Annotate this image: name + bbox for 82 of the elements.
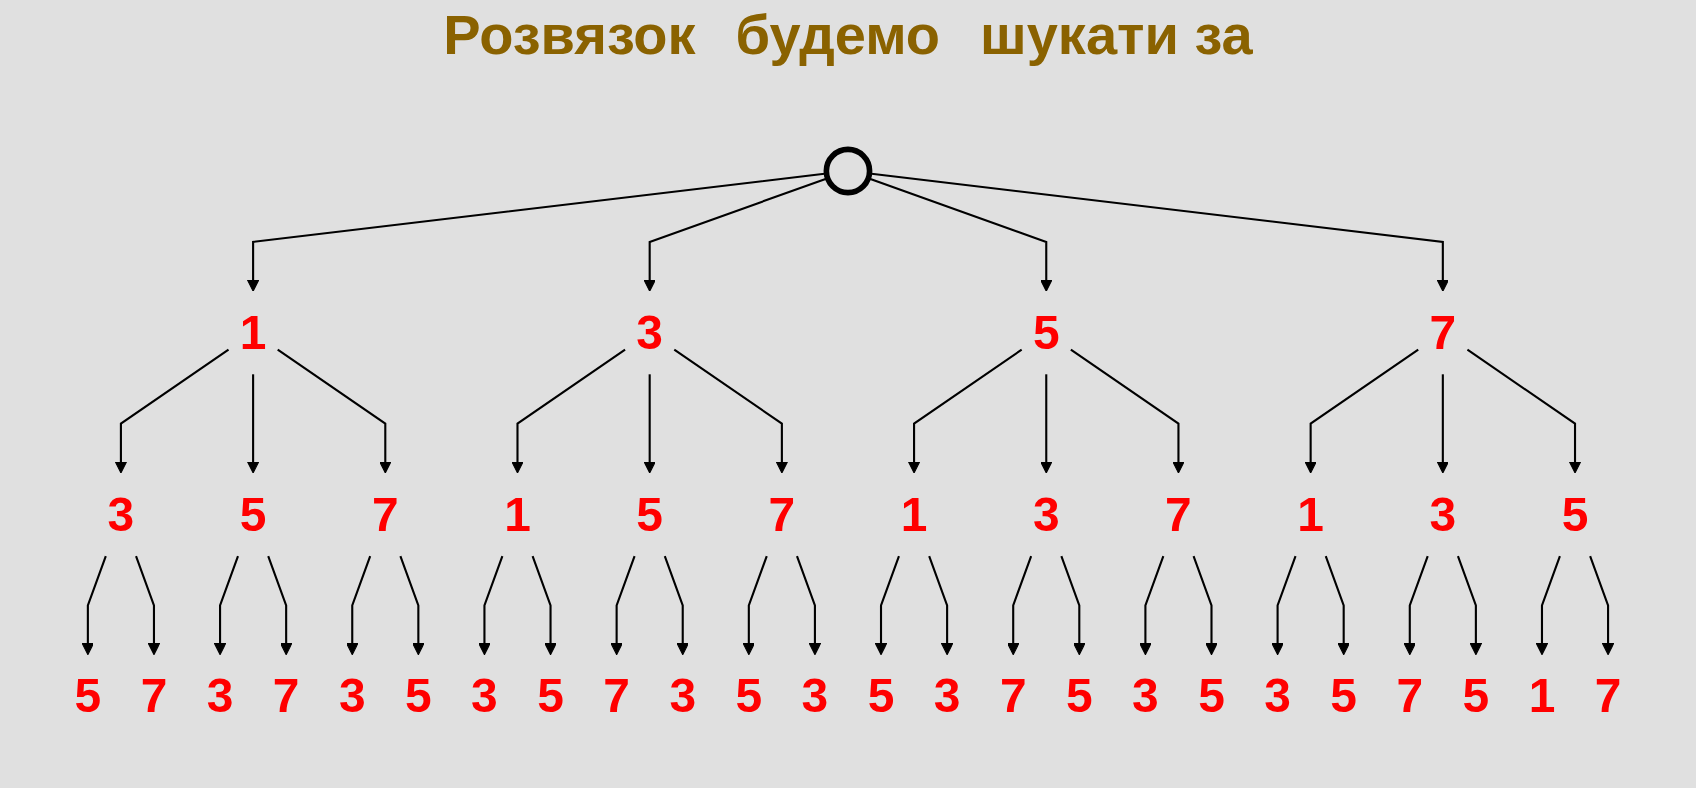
arrow xyxy=(1457,555,1483,656)
node-text: 5 xyxy=(1198,668,1225,723)
node-text: 3 xyxy=(107,486,135,541)
node-text: 3 xyxy=(801,668,829,723)
arrow xyxy=(874,555,900,656)
heading-text: Розвязок xyxy=(443,3,696,67)
node-text: 1 xyxy=(1528,668,1556,723)
node-text: 3 xyxy=(1132,668,1159,723)
node-text: 3 xyxy=(636,305,664,359)
node-text: 3 xyxy=(933,668,961,723)
node-text: 3 xyxy=(206,668,234,723)
arrow xyxy=(1589,555,1615,656)
node-text: 5 xyxy=(1561,486,1589,541)
node-text: 5 xyxy=(867,668,895,723)
arrow xyxy=(1324,555,1350,656)
arrow xyxy=(1304,348,1419,474)
node-text: 7 xyxy=(768,486,796,541)
arrow xyxy=(1040,374,1053,474)
node-text: 1 xyxy=(1297,486,1324,541)
arrow xyxy=(869,172,1450,292)
arrow xyxy=(531,555,557,656)
node-text: 7 xyxy=(372,486,399,541)
heading-text: будемо xyxy=(735,3,941,67)
arrow xyxy=(478,555,504,656)
node-text: 5 xyxy=(239,486,267,541)
heading-text: шукати за xyxy=(980,3,1253,67)
node-circle xyxy=(823,146,873,196)
node-text: 1 xyxy=(900,486,928,541)
node-text: 7 xyxy=(1429,305,1457,359)
arrow xyxy=(1007,555,1033,656)
node-text: 3 xyxy=(338,668,366,723)
node-text: 5 xyxy=(537,668,564,723)
arrow xyxy=(742,555,768,656)
arrow xyxy=(246,172,827,292)
node-text: 5 xyxy=(74,668,102,723)
node-text: 3 xyxy=(669,668,697,723)
arrow xyxy=(1271,555,1297,656)
arrow xyxy=(246,374,260,474)
node-text: 7 xyxy=(1594,668,1622,723)
node-text: 5 xyxy=(405,668,432,723)
arrow xyxy=(277,348,392,474)
arrow xyxy=(1139,555,1165,656)
node-text: 1 xyxy=(504,486,531,541)
node-text: 5 xyxy=(1330,668,1358,723)
arrow xyxy=(346,555,372,656)
node-text: 7 xyxy=(1165,486,1192,541)
arrow xyxy=(1060,555,1086,656)
arrow xyxy=(673,348,789,474)
arrow xyxy=(81,555,107,656)
node-text: 7 xyxy=(272,668,300,723)
node-text: 5 xyxy=(1066,668,1093,723)
arrow xyxy=(1070,348,1185,474)
arrow xyxy=(1403,555,1429,656)
node-text: 3 xyxy=(1429,486,1457,541)
node-text: 1 xyxy=(239,305,267,359)
arrow xyxy=(907,348,1023,474)
node-text: 7 xyxy=(1396,668,1424,723)
arrow xyxy=(399,555,425,656)
arrow xyxy=(511,348,626,474)
arrow xyxy=(1436,374,1450,474)
arrow xyxy=(928,555,954,656)
node-text: 5 xyxy=(1462,668,1490,723)
arrow xyxy=(267,555,293,656)
arrow xyxy=(796,555,822,656)
arrow xyxy=(610,555,636,656)
node-text: 3 xyxy=(1032,486,1060,541)
node-text: 7 xyxy=(999,668,1027,723)
node-text: 7 xyxy=(603,668,630,723)
arrow xyxy=(1535,555,1561,656)
node-text: 3 xyxy=(1264,668,1291,723)
node-text: 5 xyxy=(1032,305,1060,359)
node-text: 5 xyxy=(735,668,763,723)
node-text: 7 xyxy=(140,668,168,723)
arrow xyxy=(643,374,656,474)
arrow xyxy=(1466,348,1582,474)
node-text: 3 xyxy=(471,668,498,723)
arrow xyxy=(663,555,689,656)
arrow xyxy=(1192,555,1218,656)
arrow xyxy=(114,348,230,474)
node-text: 5 xyxy=(636,486,664,541)
arrow xyxy=(135,555,161,656)
arrow xyxy=(213,555,239,656)
